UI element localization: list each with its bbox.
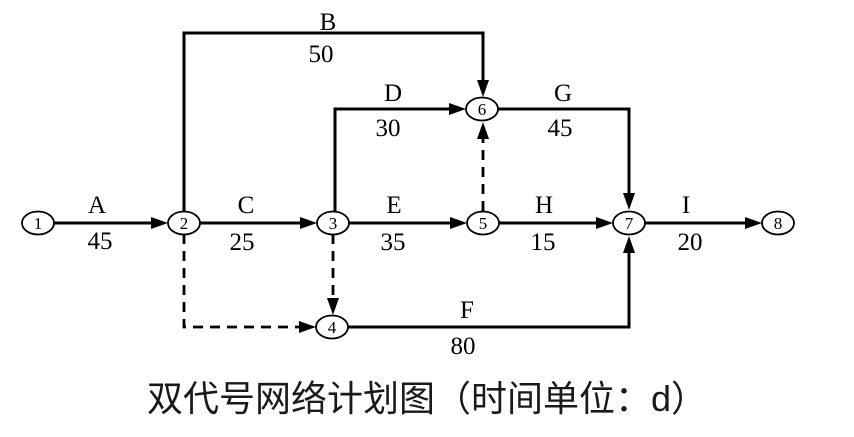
activity-B-name: B [320, 9, 337, 36]
activity-F-name: F [460, 297, 474, 324]
activity-B: B 50 [182, 9, 489, 212]
activity-E-arrowhead-icon [450, 217, 467, 229]
node-8-circle [761, 210, 795, 236]
node-1-circle [21, 210, 55, 236]
node-3-label: 3 [329, 214, 338, 233]
activity-D-line [333, 107, 451, 212]
node-7: 7 [612, 210, 646, 236]
activity-I: I 20 [645, 192, 762, 256]
activity-E-name: E [386, 192, 401, 219]
node-4: 4 [315, 314, 349, 340]
activity-F: F 80 [348, 236, 635, 360]
activity-H-duration: 15 [531, 229, 556, 256]
node-2: 2 [167, 210, 201, 236]
node-5: 5 [466, 210, 500, 236]
dummy-2-4-line [182, 234, 299, 329]
activity-A-duration: 45 [88, 228, 113, 255]
node-3-circle [316, 210, 350, 236]
activity-G-duration: 45 [548, 115, 573, 142]
node-4-label: 4 [328, 318, 337, 337]
activity-C-arrowhead-icon [300, 217, 317, 229]
activity-F-line [348, 251, 631, 329]
node-4-circle [315, 314, 349, 340]
activity-H: H 15 [499, 192, 613, 256]
activity-C: C 25 [200, 192, 317, 256]
node-2-circle [167, 210, 201, 236]
node-1: 1 [21, 210, 55, 236]
activity-C-duration: 25 [230, 229, 255, 256]
node-1-label: 1 [34, 214, 43, 233]
node-5-circle [466, 210, 500, 236]
activity-A: A 45 [54, 192, 168, 255]
activity-I-name: I [682, 192, 690, 219]
activity-B-arrowhead-icon [477, 80, 489, 97]
node-8: 8 [761, 210, 795, 236]
activity-H-arrowhead-icon [596, 217, 613, 229]
activity-D-duration: 30 [376, 115, 401, 142]
diagram-caption: 双代号网络计划图（时间单位：d） [147, 378, 707, 419]
activity-I-duration: 20 [678, 229, 703, 256]
activity-D-name: D [384, 80, 402, 107]
activity-F-duration: 80 [451, 333, 476, 360]
activity-B-line [182, 31, 485, 212]
dummy-2-4-arrowhead-icon [299, 321, 316, 333]
activity-F-arrowhead-icon [623, 236, 635, 253]
dummy-activity-3-4 [327, 234, 339, 315]
activity-H-name: H [535, 192, 553, 219]
activity-G-name: G [554, 80, 572, 107]
activity-I-arrowhead-icon [745, 217, 762, 229]
node-7-label: 7 [625, 214, 634, 233]
node-6-circle [465, 96, 499, 122]
activity-E-duration: 35 [381, 229, 406, 256]
activity-D: D 30 [333, 80, 466, 212]
node-3: 3 [316, 210, 350, 236]
dummy-activity-2-4 [182, 234, 316, 333]
node-2-label: 2 [180, 214, 189, 233]
activity-A-name: A [88, 192, 106, 219]
activity-D-arrowhead-icon [449, 103, 466, 115]
node-6: 6 [465, 96, 499, 122]
node-7-circle [612, 210, 646, 236]
dummy-3-4-arrowhead-icon [327, 298, 339, 315]
dummy-activity-5-6 [477, 122, 489, 211]
activity-E: E 35 [349, 192, 467, 256]
activity-G-arrowhead-icon [623, 193, 635, 210]
activity-B-duration: 50 [309, 41, 334, 68]
node-5-label: 5 [479, 214, 488, 233]
dummy-5-6-arrowhead-icon [477, 122, 489, 139]
node-6-label: 6 [478, 100, 487, 119]
activity-C-name: C [238, 192, 255, 219]
node-8-label: 8 [774, 214, 783, 233]
activity-A-arrowhead-icon [151, 217, 168, 229]
activity-G: G 45 [498, 80, 635, 210]
activity-G-line [498, 107, 631, 195]
